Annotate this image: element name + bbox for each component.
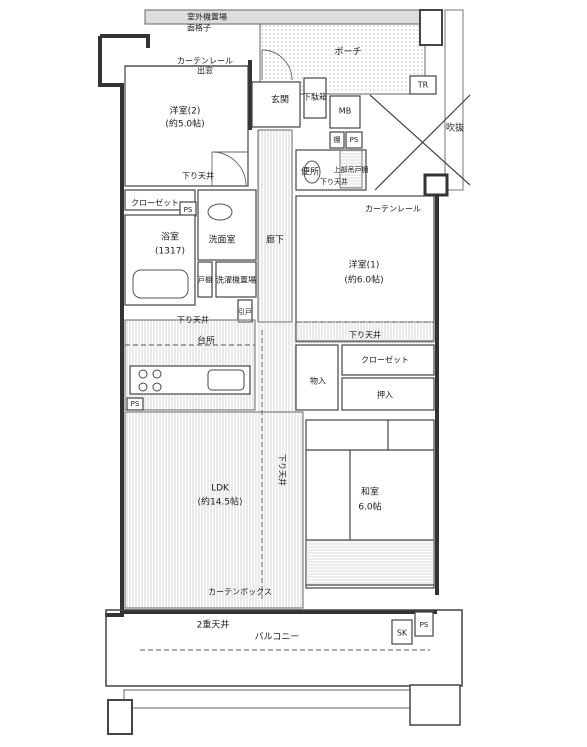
label-curtain-box: カーテンボックス	[208, 588, 272, 597]
label-washroom: 洗面室	[208, 234, 235, 246]
label-storage: 物入	[310, 376, 326, 386]
label-fukinuke: 吹抜	[446, 122, 464, 134]
western-room-2	[124, 65, 249, 187]
label-laundry: 洗濯機置場	[216, 275, 256, 285]
washitsu	[305, 419, 435, 589]
label-curtain-rail-top: カーテンレール	[177, 57, 233, 66]
label-lowered-ceiling-toilet: 下り天井	[320, 177, 348, 186]
label-closet-western-2: クローゼット	[131, 198, 179, 208]
closet-western-2	[124, 189, 197, 217]
label-western-room-2-size: (約5.0帖)	[165, 118, 204, 130]
label-western-room-1-size: (約6.0帖)	[344, 274, 383, 286]
hallway	[257, 129, 296, 412]
label-upper-cabinet: 上部吊戸棚	[334, 165, 369, 174]
label-entrance: 玄関	[271, 94, 289, 106]
label-bay-window: 出窓	[197, 66, 213, 76]
label-sk: SK	[397, 629, 408, 638]
outer-walls	[98, 34, 449, 617]
bath-washroom	[124, 189, 257, 323]
ldk	[124, 330, 304, 609]
label-lowered-ceiling-4: 下り天井	[278, 454, 288, 486]
label-balcony: バルコニー	[255, 632, 300, 643]
label-lattice: 面格子	[187, 23, 211, 33]
label-ps-b: PS	[184, 206, 193, 214]
toilet-room	[295, 149, 367, 191]
label-lowered-ceiling-3: 下り天井	[349, 330, 381, 340]
entrance-block	[251, 49, 471, 191]
label-shoe-box: 下駄箱	[303, 92, 327, 102]
label-storage-small: 棚	[334, 135, 341, 144]
label-western-room-2: 洋室(2)	[170, 105, 201, 117]
label-ldk-size: (約14.5帖)	[197, 496, 242, 508]
label-hallway: 廊下	[266, 234, 284, 246]
label-sliding-door: 引戸	[238, 307, 252, 316]
label-bath: 浴室	[161, 231, 179, 243]
label-ps-a: PS	[350, 136, 359, 144]
label-washitsu-size: 6.0帖	[358, 501, 381, 513]
label-mb: MB	[339, 107, 351, 116]
label-ldk: LDK	[211, 484, 230, 494]
label-lowered-ceiling-2: 下り天井	[177, 315, 209, 325]
label-outdoor-unit: 室外機置場	[187, 12, 227, 22]
storage-block	[295, 344, 435, 411]
label-washitsu: 和室	[361, 486, 379, 498]
label-oshiire: 押入	[377, 390, 393, 400]
label-western-room-1: 洋室(1)	[349, 259, 380, 271]
label-kitchen: 台所	[197, 335, 215, 347]
balcony	[105, 609, 463, 735]
label-tr: TR	[417, 81, 429, 90]
label-door-shelf: 戸棚	[198, 275, 212, 284]
label-ps-c: PS	[131, 400, 140, 408]
label-ps-d: PS	[420, 621, 429, 629]
label-curtain-rail-mid: カーテンレール	[365, 205, 421, 214]
label-closet-western-1: クローゼット	[361, 355, 409, 365]
label-toilet: 便所	[301, 166, 319, 178]
label-lowered-ceiling-1: 下り天井	[182, 171, 214, 181]
label-porch: ポーチ	[334, 47, 361, 58]
label-double-ceiling: 2重天井	[197, 619, 230, 631]
western-room-1	[295, 195, 435, 343]
kitchen	[124, 319, 256, 411]
label-bath-size: (1317)	[155, 247, 185, 257]
